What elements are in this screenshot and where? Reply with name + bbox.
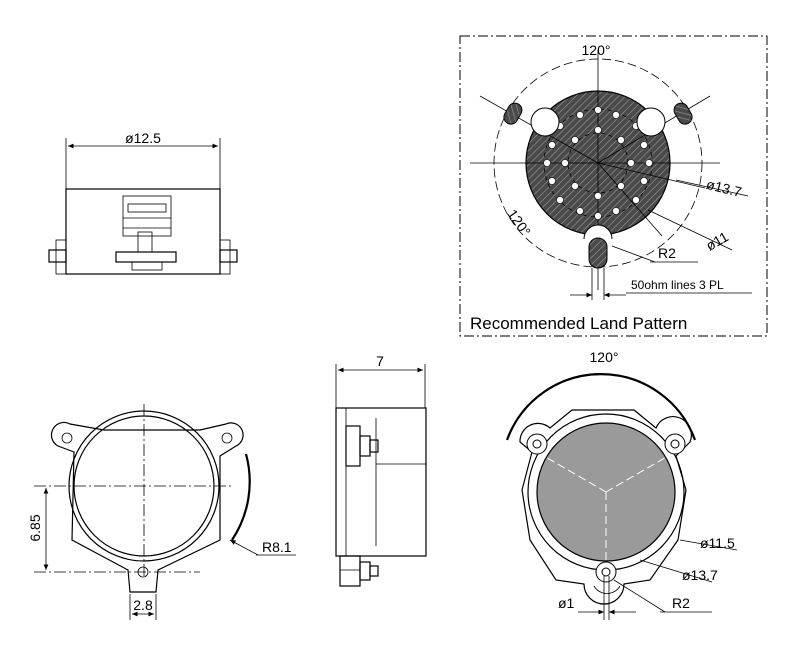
bottom-inner-diameter-label: ø11.5: [700, 535, 735, 551]
profile-view: 7: [335, 353, 427, 587]
land-pattern-vias: [543, 106, 653, 220]
land-inner-diameter-label: ø11: [703, 228, 731, 254]
land-pattern-view: 120° 120° ø13.7 ø11 R2 50ohm lines 3 PL …: [459, 35, 768, 337]
bottom-angle-label: 120°: [590, 349, 619, 365]
profile-thickness-label: 7: [376, 353, 384, 369]
land-angle-left-label: 120°: [504, 206, 534, 239]
front-radius-label: R8.1: [262, 539, 292, 555]
front-view: 6.85 2.8 R8.1: [27, 404, 296, 620]
bottom-pin-diameter-label: ø1: [558, 595, 575, 611]
bottom-radius-label: R2: [672, 595, 690, 611]
bottom-view: 120° ø11.5 ø13.7 ø1 R2: [505, 349, 738, 620]
front-height-label: 6.85: [27, 514, 43, 541]
land-radius-label: R2: [658, 245, 676, 261]
land-pattern-title: Recommended Land Pattern: [470, 314, 687, 333]
front-width-label: 2.8: [133, 597, 153, 613]
land-line-note: 50ohm lines 3 PL: [631, 278, 724, 292]
land-angle-top-label: 120°: [582, 42, 611, 58]
bottom-outer-diameter-label: ø13.7: [682, 567, 718, 583]
side-diameter-label: ø12.5: [125, 130, 161, 146]
side-view: ø12.5: [48, 130, 238, 275]
land-outer-diameter-label: ø13.7: [705, 176, 744, 200]
